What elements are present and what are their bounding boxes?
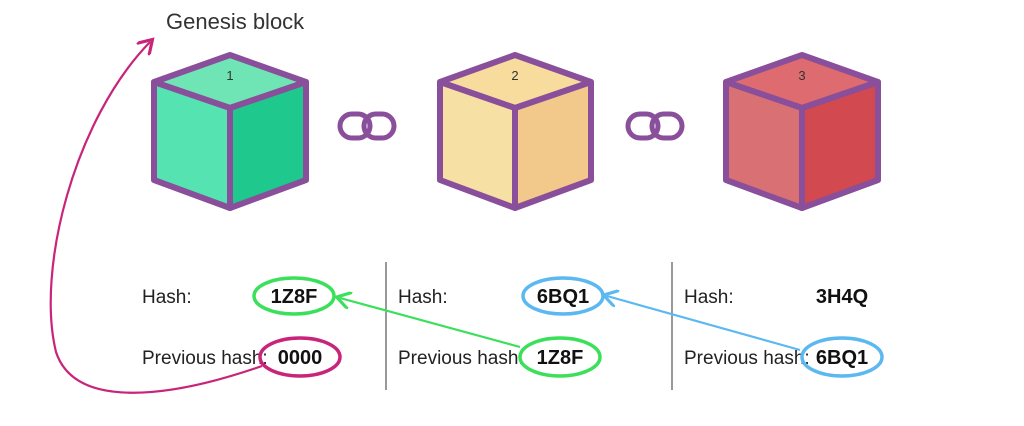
previous-hash-value: 6BQ1 (816, 347, 868, 369)
block-info-1: Hash: 1Z8F Previous hash: 0000 (142, 276, 342, 378)
link-arrow-blue (607, 296, 801, 352)
previous-hash-highlight-ring (518, 336, 602, 378)
block-info-2: Hash: 6BQ1 Previous hash: 1Z8F (398, 276, 605, 378)
block-info-3: Hash: 3H4Q Previous hash: 6BQ1 (684, 286, 884, 378)
link-arrow-green (340, 298, 521, 349)
previous-hash-value: 0000 (278, 347, 323, 369)
previous-hash-label: Previous hash: (684, 348, 810, 369)
block-cube-3: 3 (723, 52, 881, 211)
previous-hash-highlight-ring (258, 336, 342, 378)
hash-value: 1Z8F (271, 286, 318, 308)
hash-value: 6BQ1 (537, 286, 589, 308)
previous-hash-highlight-ring (800, 336, 884, 378)
previous-hash-label: Previous hash: (398, 348, 524, 369)
previous-hash-label: Previous hash: (142, 348, 268, 369)
block-cube-2: 2 (437, 52, 594, 211)
genesis-block-title: Genesis block (166, 9, 305, 34)
hash-value: 3H4Q (816, 286, 868, 308)
block-cube-1: 1 (151, 52, 309, 211)
hash-label: Hash: (684, 287, 734, 308)
hash-label: Hash: (398, 287, 448, 308)
hash-label: Hash: (142, 287, 192, 308)
genesis-arrow (49, 42, 263, 394)
block-number-1: 1 (226, 68, 233, 83)
chain-link-icon (337, 111, 397, 141)
chain-link-icon (625, 111, 685, 141)
block-number-2: 2 (511, 68, 518, 83)
previous-hash-value: 1Z8F (537, 347, 584, 369)
block-number-3: 3 (798, 68, 805, 83)
